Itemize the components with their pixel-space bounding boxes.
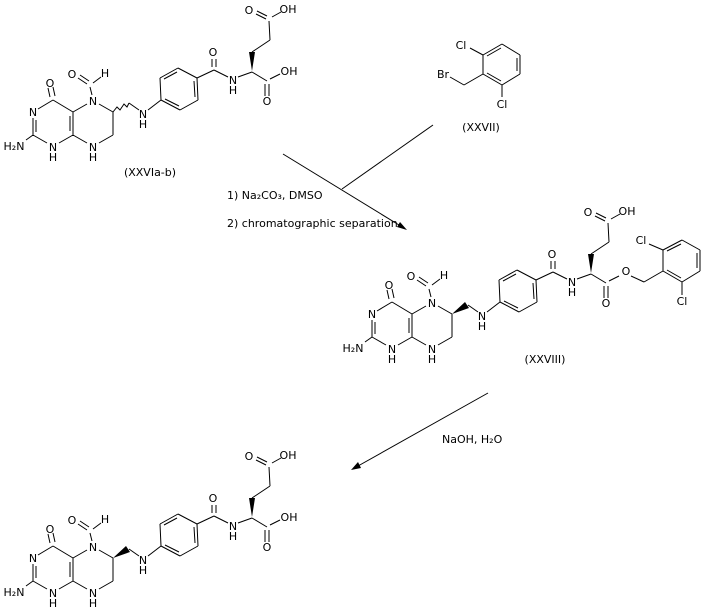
ester-benzyl-bonds (630, 239, 701, 295)
atom-label-h: H (139, 118, 147, 131)
atom-label-n: N (388, 343, 396, 356)
atom-label-h: H (89, 151, 97, 164)
atom-label-n: N (89, 141, 97, 154)
compound-label-xxviii: (XXVIII) (524, 353, 566, 366)
compound-label-xxvii: (XXVII) (462, 121, 500, 134)
atom-label-hn: H₂N (4, 586, 25, 599)
atom-label-hn: H₂N (343, 342, 364, 355)
atom-label-n: N (49, 141, 57, 154)
folate-skeleton (364, 212, 621, 346)
atom-label-o: O (46, 77, 55, 90)
arrow-line (282, 153, 400, 226)
reaction-arrow-1 (282, 124, 434, 230)
atom-label-o: O (407, 270, 416, 283)
atom-label-n: N (229, 520, 237, 533)
wavy-bond (112, 102, 130, 113)
atom-label-h: H (428, 353, 436, 366)
atom-label-oh: OH (280, 449, 297, 462)
c6-wedge-bond (452, 302, 469, 314)
atom-label-cl: Cl (456, 39, 467, 52)
atom-label-o: O (46, 523, 55, 536)
atom-label-h: H (101, 513, 109, 526)
atom-label-br: Br (437, 68, 450, 81)
atom-label-n: N (139, 108, 147, 121)
atom-label-n: N (89, 587, 97, 600)
atom-label-o: O (602, 297, 611, 310)
atom-label-o: O (68, 514, 77, 527)
atom-label-h: H (229, 84, 237, 97)
atom-label-cl: Cl (677, 295, 688, 308)
atom-label-h: H (440, 269, 448, 282)
atom-label-h: H (139, 564, 147, 577)
atom-label-h: H (388, 353, 396, 366)
atom-label-h: H (49, 151, 57, 164)
atom-label-o: O (209, 46, 218, 59)
atom-label-n: N (428, 297, 436, 310)
atom-label-n: N (368, 308, 376, 321)
atom-label-n: N (29, 106, 37, 119)
folate-skeleton (25, 456, 282, 590)
atom-label-o: O (68, 68, 77, 81)
atom-label-o: O (245, 450, 254, 463)
atom-label-n: N (428, 343, 436, 356)
atom-label-oh: OH (281, 65, 298, 78)
atom-label-n: N (568, 276, 576, 289)
arrow-branch-line (341, 124, 434, 190)
atom-label-o: O (385, 279, 394, 292)
atom-label-cl: Cl (497, 98, 508, 111)
atom-label-oh: OH (619, 205, 636, 218)
atom-label-o: O (209, 492, 218, 505)
atom-label-o: O (584, 206, 593, 219)
bond (449, 43, 521, 97)
atom-label-n: N (49, 587, 57, 600)
reaction-arrow-2 (351, 392, 489, 470)
atom-label-n: N (229, 74, 237, 87)
atom-label-o: O (245, 4, 254, 17)
atom-label-h: H (568, 286, 576, 299)
atom-label-o: O (263, 541, 272, 554)
arrowhead (351, 462, 361, 470)
atom-label-o: O (548, 248, 557, 261)
atom-label-n: N (89, 541, 97, 554)
atom-label-h: H (478, 320, 486, 333)
atom-label-o: O (622, 265, 631, 278)
atom-label-h: H (229, 530, 237, 543)
compound-label-xxviab: (XXVIa-b) (123, 166, 177, 179)
atom-label-cl: Cl (636, 234, 647, 247)
reagent-step1-line1: 1) Na₂CO₃, DMSO (227, 189, 323, 202)
c6-wedge-bond (113, 546, 130, 558)
atom-label-n: N (29, 552, 37, 565)
atom-label-n: N (89, 95, 97, 108)
reagent-step2: NaOH, H₂O (442, 433, 503, 446)
atom-label-h: H (101, 67, 109, 80)
reagent-step1-line2: 2) chromatographic separation (227, 217, 398, 230)
atom-label-n: N (139, 554, 147, 567)
arrow-line (357, 392, 489, 467)
atom-label-h: H (49, 597, 57, 610)
atom-label-o: O (263, 95, 272, 108)
atom-label-oh: OH (281, 511, 298, 524)
arrowhead (397, 222, 407, 230)
folate-skeleton (25, 10, 282, 144)
atom-label-n: N (478, 310, 486, 323)
atom-label-h: H (89, 597, 97, 610)
atom-label-hn: H₂N (4, 140, 25, 153)
atom-label-oh: OH (280, 3, 297, 16)
